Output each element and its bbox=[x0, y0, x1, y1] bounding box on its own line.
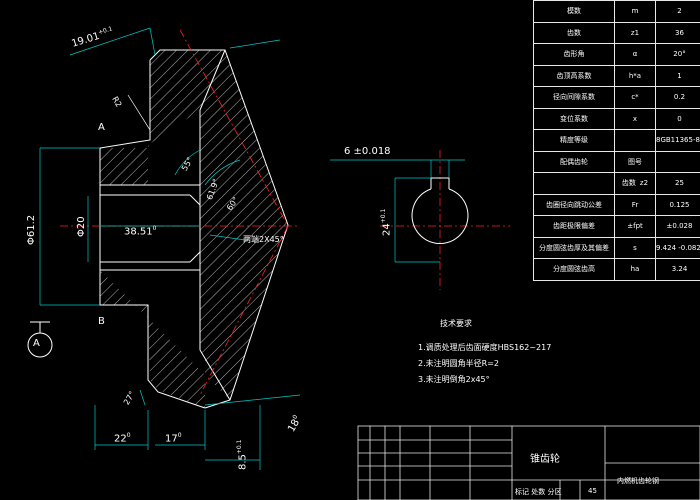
title-row-label: 标记 处数 分区 bbox=[515, 488, 562, 496]
tech-req-item-3: 3.未注明倒角2x45° bbox=[418, 375, 490, 384]
param-symbol: s bbox=[614, 236, 656, 259]
tech-req-title: 技术要求 bbox=[440, 319, 472, 328]
gear-section-lower bbox=[100, 225, 288, 408]
param-symbol: 图号 bbox=[614, 150, 656, 173]
leader-r2 bbox=[127, 94, 151, 131]
param-name: 齿距极限偏差 bbox=[533, 215, 615, 238]
gear-section-upper bbox=[100, 50, 288, 225]
param-value: 20° bbox=[655, 43, 700, 66]
param-value: 8GB11365-89 bbox=[655, 129, 700, 152]
param-name: 齿数 bbox=[533, 21, 615, 44]
params-row: 配偶齿轮图号 bbox=[533, 150, 700, 173]
param-name: 变位系数 bbox=[533, 107, 615, 130]
dim-key-width: 6 ±0.018 bbox=[344, 146, 391, 157]
param-name: 精度等级 bbox=[533, 129, 615, 152]
param-name bbox=[533, 172, 615, 195]
param-symbol bbox=[614, 129, 656, 152]
param-symbol: m bbox=[614, 0, 656, 23]
param-value bbox=[655, 150, 700, 173]
drawing-name: 内燃机齿轮钢 bbox=[617, 477, 659, 485]
dim-len-17: 170 bbox=[165, 432, 182, 445]
param-value: ±0.028 bbox=[655, 215, 700, 238]
dim-len-8-5: 8.5+0.1 bbox=[236, 439, 249, 470]
dim-key-depth: 24+0.1 bbox=[380, 208, 393, 236]
dim-len-22: 220 bbox=[114, 432, 131, 445]
center-lines bbox=[60, 29, 510, 396]
dimension-lines bbox=[39, 27, 301, 470]
param-symbol: x bbox=[614, 107, 656, 130]
param-symbol: Fr bbox=[614, 193, 656, 216]
param-name: 齿圈径向跳动公差 bbox=[533, 193, 615, 216]
param-name: 分度圆弦齿高 bbox=[533, 258, 615, 281]
material-label: 45 bbox=[588, 487, 597, 495]
gear-outline bbox=[99, 49, 289, 409]
param-symbol: α bbox=[614, 43, 656, 66]
param-value: 25 bbox=[655, 172, 700, 195]
param-symbol: h*a bbox=[614, 64, 656, 87]
param-symbol: ha bbox=[614, 258, 656, 281]
datum-a-symbol bbox=[27, 321, 53, 358]
param-value: 0 bbox=[655, 107, 700, 130]
param-name: 齿顶高系数 bbox=[533, 64, 615, 87]
tech-req-item-1: 1.调质处理后齿面硬度HBS162~217 bbox=[418, 343, 552, 352]
param-value: 2 bbox=[655, 0, 700, 23]
param-name: 配偶齿轮 bbox=[533, 150, 615, 173]
param-symbol: c* bbox=[614, 86, 656, 109]
param-value: 0.125 bbox=[655, 193, 700, 216]
param-value: 0.2 bbox=[655, 86, 700, 109]
param-symbol: ±fpt bbox=[614, 215, 656, 238]
params-row: 精度等级 8GB11365-89 bbox=[533, 129, 700, 152]
keyway-section bbox=[411, 177, 469, 245]
param-value: 9.424 -0.082 -0.164 bbox=[655, 236, 700, 259]
tech-req-item-2: 2.未注明圆角半径R=2 bbox=[418, 359, 499, 368]
point-b-label: B bbox=[98, 316, 105, 327]
dim-dia-61-2: Φ61.2 bbox=[26, 214, 37, 245]
param-name: 模数 bbox=[533, 0, 615, 23]
param-name: 分度圆弦齿厚及其偏差 bbox=[533, 236, 615, 259]
dim-dia-20: Φ20 bbox=[76, 216, 87, 237]
point-a-label: A bbox=[98, 122, 105, 133]
param-value: 1 bbox=[655, 64, 700, 87]
param-name: 齿形角 bbox=[533, 43, 615, 66]
title-block-grid bbox=[357, 425, 700, 500]
keyway-dims bbox=[330, 159, 465, 263]
dim-chamfer-both: 两端2X45° bbox=[243, 235, 284, 244]
datum-a-label: A bbox=[33, 338, 40, 349]
param-name: 径向间隙系数 bbox=[533, 86, 615, 109]
dim-len-38-51: 38.510 bbox=[124, 225, 157, 238]
part-name: 锥齿轮 bbox=[530, 454, 560, 465]
param-symbol-2: z2 bbox=[639, 179, 649, 188]
param-symbol: z1 bbox=[614, 21, 656, 44]
params-row: 齿距极限偏差±fpt±0.028 bbox=[533, 215, 700, 238]
param-value: 3.24 bbox=[655, 258, 700, 281]
param-value: 36 bbox=[655, 21, 700, 44]
